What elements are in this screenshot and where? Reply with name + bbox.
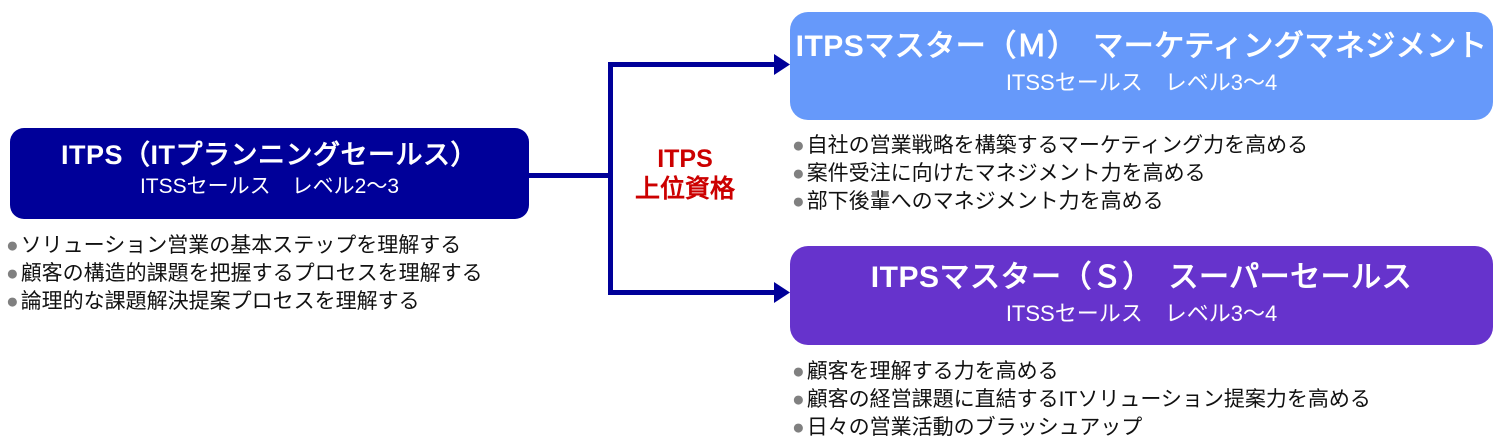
itps-base-box-title: ITPS（ITプランニングセールス） <box>60 140 478 170</box>
arrowhead-top-icon <box>774 54 790 75</box>
bullet-text: 顧客を理解する力を高める <box>806 360 1059 383</box>
itps-master-s-box-subtitle: ITSSセールス レベル3～4 <box>1005 301 1278 326</box>
bullet-text: 自社の営業戦略を構築するマーケティング力を高める <box>806 134 1309 157</box>
itps-master-m-box-subtitle: ITSSセールス レベル3～4 <box>1005 70 1278 95</box>
bullet-text: 案件受注に向けたマネジメント力を高める <box>806 162 1206 185</box>
bullet-dot-icon: ● <box>792 190 805 213</box>
bullet-dot-icon: ● <box>6 234 19 257</box>
list-item: ● 論理的な課題解決提案プロセスを理解する <box>6 288 483 316</box>
list-item: ● 案件受注に向けたマネジメント力を高める <box>792 160 1308 188</box>
list-item: ● 顧客の経営課題に直結するITソリューション提案力を高める <box>792 386 1371 414</box>
upper-qualification-label-line2: 上位資格 <box>634 175 735 203</box>
bullet-dot-icon: ● <box>792 134 805 157</box>
itps-master-m-bullet-list: ● 自社の営業戦略を構築するマーケティング力を高める ● 案件受注に向けたマネジ… <box>792 132 1308 216</box>
bullet-dot-icon: ● <box>792 162 805 185</box>
arrowhead-bottom-icon <box>774 282 790 303</box>
upper-qualification-label: ITPS 上位資格 <box>608 144 762 204</box>
list-item: ● 顧客の構造的課題を把握するプロセスを理解する <box>6 260 483 288</box>
bullet-dot-icon: ● <box>6 290 19 313</box>
bullet-dot-icon: ● <box>792 416 805 437</box>
list-item: ● 顧客を理解する力を高める <box>792 358 1371 386</box>
bullet-text: 部下後輩へのマネジメント力を高める <box>806 190 1164 213</box>
itps-master-m-box: ITPSマスター（Ｍ） マーケティングマネジメント ITSSセールス レベル3～… <box>790 12 1493 120</box>
itps-master-m-box-title: ITPSマスター（Ｍ） マーケティングマネジメント <box>795 30 1488 63</box>
itps-base-box-subtitle: ITSSセールス レベル2～3 <box>139 175 400 198</box>
bullet-text: 顧客の構造的課題を把握するプロセスを理解する <box>20 262 483 285</box>
list-item: ● 部下後輩へのマネジメント力を高める <box>792 188 1308 216</box>
itps-master-s-box-title: ITPSマスター（Ｓ） スーパーセールス <box>870 261 1413 294</box>
itps-base-bullet-list: ● ソリューション営業の基本ステップを理解する ● 顧客の構造的課題を把握するプ… <box>6 232 483 316</box>
list-item: ● 日々の営業活動のブラッシュアップ <box>792 414 1371 437</box>
itps-base-box: ITPS（ITプランニングセールス） ITSSセールス レベル2～3 <box>10 128 529 219</box>
bullet-text: 顧客の経営課題に直結するITソリューション提案力を高める <box>806 388 1371 411</box>
bullet-text: 日々の営業活動のブラッシュアップ <box>806 416 1143 437</box>
bullet-dot-icon: ● <box>792 388 805 411</box>
list-item: ● 自社の営業戦略を構築するマーケティング力を高める <box>792 132 1308 160</box>
upper-qualification-label-line1: ITPS <box>657 145 713 173</box>
itps-master-s-bullet-list: ● 顧客を理解する力を高める ● 顧客の経営課題に直結するITソリューション提案… <box>792 358 1371 437</box>
bullet-dot-icon: ● <box>6 262 19 285</box>
itps-master-s-box: ITPSマスター（Ｓ） スーパーセールス ITSSセールス レベル3～4 <box>790 246 1493 345</box>
bullet-text: 論理的な課題解決提案プロセスを理解する <box>20 290 420 313</box>
list-item: ● ソリューション営業の基本ステップを理解する <box>6 232 483 260</box>
bullet-dot-icon: ● <box>792 360 805 383</box>
bullet-text: ソリューション営業の基本ステップを理解する <box>20 234 462 257</box>
